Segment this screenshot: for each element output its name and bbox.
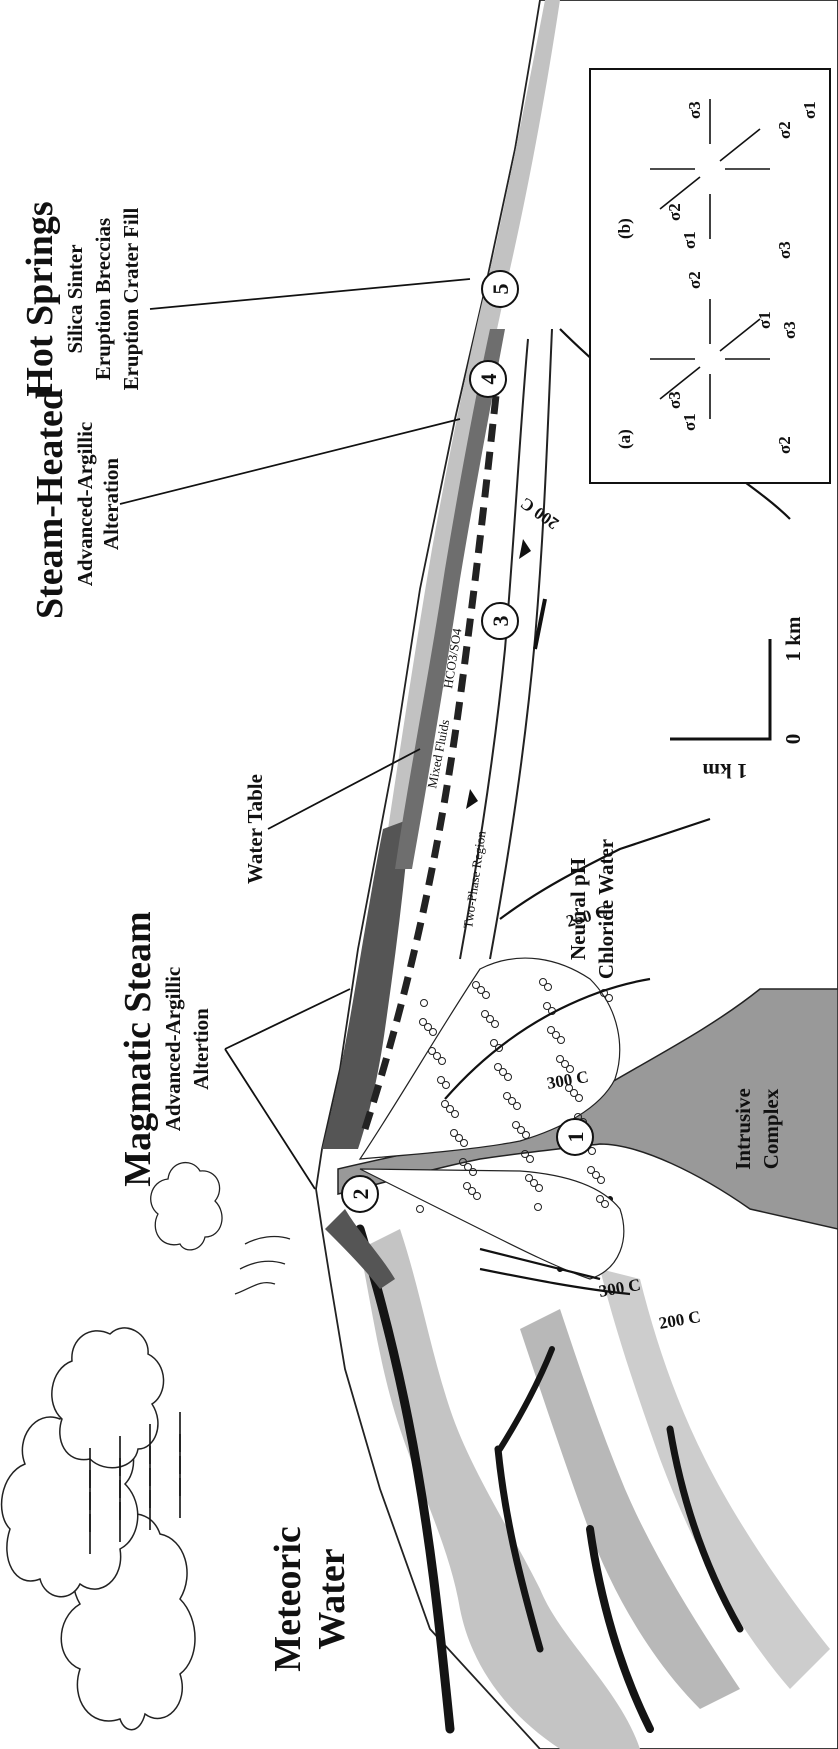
- label-magmatic-advanced-argillic: Advanced-Argillic: [161, 967, 185, 1131]
- steam-puff-1: [151, 1163, 222, 1250]
- inset-a-sigma1-top: σ1: [680, 413, 699, 431]
- inset-b-sigma1-bottom: σ1: [800, 101, 819, 119]
- inset-panel-a-label: (a): [615, 429, 634, 449]
- inset-a-sigma3-bottom: σ3: [780, 321, 799, 339]
- inset-a-sigma2-right: σ2: [685, 271, 704, 289]
- marker-1: 1: [557, 1119, 593, 1155]
- cloud-3: [52, 1328, 164, 1468]
- scale-vertical-label: 1 km: [702, 759, 747, 783]
- label-hot-springs: Hot Springs: [19, 201, 61, 396]
- marker-2: 2: [342, 1176, 378, 1212]
- inset-b-sigma2-top: σ2: [665, 203, 684, 221]
- label-steam-advanced-argillic: Advanced-Argillic: [73, 422, 97, 586]
- vent-steam: [151, 1163, 290, 1294]
- scale-zero-label: 0: [781, 734, 805, 745]
- label-magmatic-altertion: Altertion: [189, 1008, 213, 1090]
- pointer-hot-springs: [150, 279, 470, 309]
- inset-b-sigma1-top: σ1: [680, 231, 699, 249]
- marker-4: 4: [470, 361, 506, 397]
- inset-a-sigma3-top: σ3: [665, 391, 684, 409]
- clouds: [2, 1328, 195, 1730]
- label-steam-alteration: Alteration: [99, 458, 123, 550]
- steam-wisps: [235, 1237, 290, 1294]
- marker-5: 5: [482, 271, 518, 307]
- label-complex: Complex: [759, 1088, 783, 1169]
- pointer-steam-heated: [120, 419, 460, 504]
- inset-a-sigma1-bottom: σ1: [755, 311, 774, 329]
- inset-a-sigma2-left: σ2: [775, 436, 794, 454]
- marker-4-label: 4: [476, 374, 501, 385]
- scale-horizontal-label: 1 km: [781, 616, 805, 661]
- marker-1-label: 1: [563, 1132, 588, 1143]
- pointer-magmatic-right: [225, 989, 350, 1049]
- label-silica-sinter: Silica Sinter: [63, 244, 87, 353]
- inset-b-sigma3-left: σ3: [775, 241, 794, 259]
- label-eruption-breccias: Eruption Breccias: [91, 218, 115, 380]
- label-eruption-crater-fill: Eruption Crater Fill: [119, 207, 143, 390]
- marker-2-label: 2: [348, 1189, 373, 1200]
- marker-5-label: 5: [488, 284, 513, 295]
- label-magmatic-steam: Magmatic Steam: [117, 911, 159, 1186]
- pointer-magmatic-left: [225, 1049, 315, 1189]
- inset-b-sigma3-right: σ3: [685, 101, 704, 119]
- inset-panel-b-label: (b): [615, 218, 634, 239]
- stress-inset: (a) σ1 σ3 σ2 σ2 σ1 σ3 (b) σ1 σ2 σ3 σ3 σ2…: [590, 69, 830, 483]
- label-meteoric: Meteoric: [267, 1526, 309, 1672]
- label-water-table: Water Table: [243, 774, 267, 884]
- label-intrusive: Intrusive: [731, 1088, 755, 1170]
- label-steam-heated: Steam-Heated: [29, 389, 71, 619]
- label-water: Water: [311, 1548, 353, 1649]
- inset-b-sigma2-bottom: σ2: [775, 121, 794, 139]
- marker-3: 3: [482, 603, 518, 639]
- marker-3-label: 3: [488, 616, 513, 627]
